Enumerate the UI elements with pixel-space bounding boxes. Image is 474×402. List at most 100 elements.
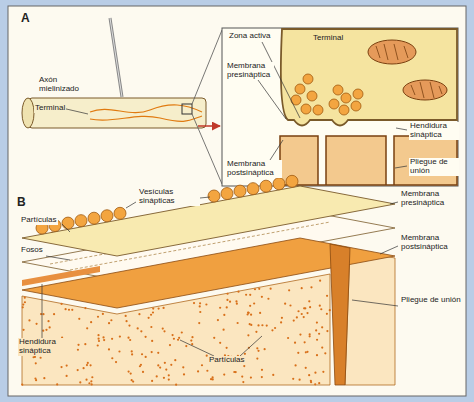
synapse-inset — [341, 93, 351, 103]
membrane-particles — [205, 303, 207, 305]
membrane-particles — [304, 341, 306, 343]
membrane-particles — [306, 312, 308, 314]
membrane-particles — [77, 344, 79, 346]
membrane-particles — [89, 364, 91, 366]
membrane-particles — [193, 302, 195, 304]
membrane-particles — [110, 319, 112, 321]
membrane-particles — [168, 374, 170, 376]
synapse-inset — [307, 91, 317, 101]
membrane-particles — [140, 330, 142, 332]
membrane-particles — [254, 288, 256, 290]
membrane-particles — [77, 369, 79, 371]
membrane-particles — [257, 324, 259, 326]
synapse-inset — [291, 74, 363, 115]
synapse-inset — [329, 99, 339, 109]
membrane-particles — [157, 364, 159, 366]
membrane-particles — [294, 342, 296, 344]
membrane-particles — [91, 376, 93, 378]
membrane-particles — [258, 288, 260, 290]
membrane-particles — [151, 340, 153, 342]
membrane-particles — [237, 291, 239, 293]
synapse-inset — [353, 89, 363, 99]
membrane-particles — [86, 327, 88, 329]
membrane-particles — [261, 369, 263, 371]
membrane-particles — [47, 320, 49, 322]
membrane-particles — [299, 333, 301, 335]
synapse-inset — [301, 104, 311, 114]
membrane-particles — [226, 306, 228, 308]
membrane-particles — [213, 337, 215, 339]
membrane-particles — [190, 339, 192, 341]
membrane-particles — [102, 336, 104, 338]
membrane-particles — [84, 307, 86, 309]
membrane-particles — [151, 380, 153, 382]
membrane-particles — [42, 330, 44, 332]
membrane-particles — [235, 300, 237, 302]
membrane-particles — [103, 339, 105, 341]
part-label: Membrana presináptica — [226, 62, 274, 80]
membrane-particles — [129, 339, 131, 341]
membrane-particles — [91, 383, 93, 385]
synaptic-vesicle — [247, 183, 259, 195]
membrane-particles — [219, 307, 221, 309]
leader-line — [42, 197, 398, 356]
leader-line — [390, 202, 398, 204]
leader-line — [46, 256, 70, 260]
membrane-particles — [151, 351, 153, 353]
membrane-particles — [287, 337, 289, 339]
membrane-particles — [264, 348, 266, 350]
membrane-particles — [173, 338, 175, 340]
membrane-particles — [223, 329, 225, 331]
membrane-particles — [308, 374, 310, 376]
leader-line — [262, 42, 300, 118]
membrane-particles — [56, 383, 58, 385]
leader-line — [42, 284, 43, 338]
membrane-particles — [108, 348, 110, 350]
synaptic-vesicle — [273, 178, 285, 190]
membrane-particles — [289, 304, 291, 306]
synapse-inset — [222, 28, 458, 186]
leader-line — [270, 140, 283, 160]
membrane-particles — [223, 373, 225, 375]
synaptic-vesicle — [221, 188, 233, 200]
membrane-particles — [305, 367, 307, 369]
membrane-particles — [249, 323, 251, 325]
synapse-inset — [281, 29, 457, 126]
membrane-particles — [119, 335, 121, 337]
membrane-particles — [145, 336, 147, 338]
membrane-particles — [319, 280, 321, 282]
membrane-particles — [266, 324, 268, 326]
membrane-particles — [309, 333, 311, 335]
part-label: Partículas — [208, 356, 246, 365]
membrane-particles — [199, 302, 201, 304]
membrane-particles — [223, 314, 225, 316]
membrane-particles — [292, 378, 294, 380]
synapse-inset — [303, 74, 313, 84]
myelinated-axon — [22, 18, 206, 128]
leader-line — [380, 246, 398, 254]
panel-letter: B — [16, 196, 27, 209]
membrane-particles — [174, 359, 176, 361]
membrane-particles — [142, 371, 144, 373]
membrane-particles — [162, 327, 164, 329]
membrane-particles — [159, 366, 161, 368]
membrane-particles — [90, 380, 92, 382]
leader-line — [240, 336, 262, 356]
myelinated-axon — [182, 104, 192, 114]
synapse-inset — [222, 28, 458, 186]
myelinated-axon — [110, 18, 122, 97]
membrane-particles — [22, 306, 24, 308]
membrane-particles — [259, 312, 261, 314]
presynaptic-sheet — [22, 186, 395, 256]
membrane-particles — [235, 371, 237, 373]
membrane-particles — [82, 367, 84, 369]
membrane-particles — [320, 308, 322, 310]
membrane-particles — [102, 313, 104, 315]
membrane-particles — [303, 307, 305, 309]
part-label: Membrana presináptica — [400, 190, 464, 208]
membrane-particles — [139, 365, 141, 367]
mitochondrion — [411, 82, 442, 98]
membrane-particles — [237, 322, 239, 324]
myelinated-axon — [28, 98, 206, 128]
membrane-particles — [250, 376, 252, 378]
